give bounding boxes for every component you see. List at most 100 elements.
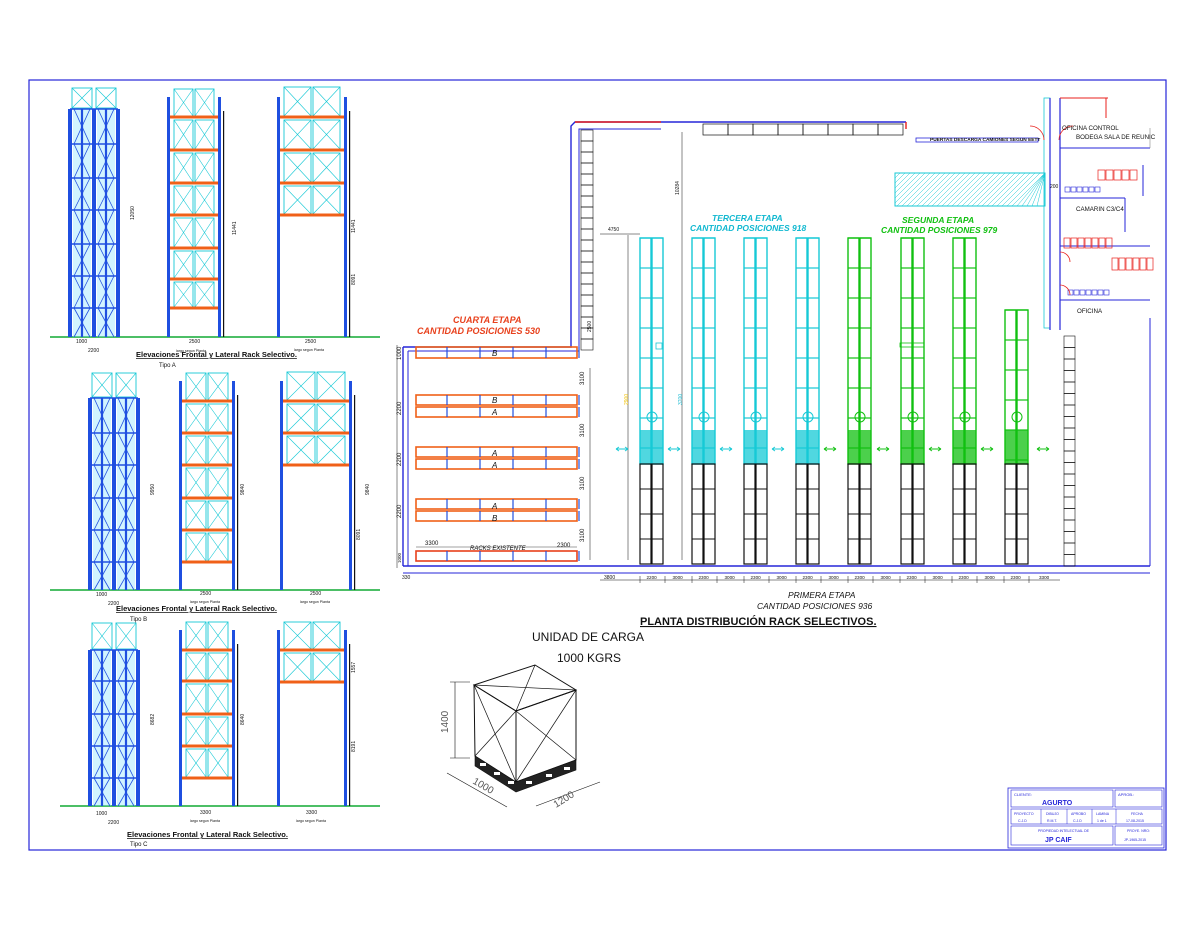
beam — [182, 744, 232, 748]
bottom-dim-7: 3000 — [829, 575, 840, 580]
dim-line — [349, 111, 351, 337]
beam — [280, 648, 344, 652]
equipment — [1085, 289, 1092, 296]
unit-load-height: 1400 — [440, 710, 451, 733]
elev-b-dim-2200: 2200 — [108, 601, 119, 607]
row-label-3: A — [491, 408, 497, 417]
upright — [136, 398, 140, 590]
equipment — [1063, 237, 1071, 249]
dim-3100-3: 3100 — [580, 476, 586, 490]
upright — [277, 630, 280, 806]
elev-b-total: 9950 — [150, 484, 156, 495]
bottom-dim-8: 2300 — [855, 575, 866, 580]
building-wall-inner — [408, 128, 661, 352]
wall-rack — [580, 338, 594, 351]
oficina-label: OFICINA — [1077, 308, 1103, 315]
aisle-arrow — [1036, 446, 1050, 452]
unit-load-title: UNIDAD DE CARGA — [532, 630, 644, 644]
door-arc — [1059, 251, 1071, 263]
upright — [277, 97, 280, 337]
equipment — [1088, 186, 1095, 193]
equipment — [1067, 289, 1074, 296]
primera-etapa-title: PRIMERA ETAPA — [788, 590, 856, 600]
equipment — [1064, 186, 1071, 193]
dim-10284: 10284 — [675, 181, 681, 195]
dim-3100-4: 3100 — [580, 528, 586, 542]
elevation-caption-c: Elevaciones Frontal y Lateral Rack Selec… — [127, 830, 288, 839]
elev-b-dim-2500: 2500 — [200, 591, 211, 597]
elev-c-dim-2200: 2200 — [108, 820, 119, 826]
upright — [88, 398, 92, 590]
aisle-arrow — [615, 446, 629, 452]
dibujo-value: R.M.T. — [1047, 819, 1057, 823]
beam — [182, 560, 232, 564]
pallet-box — [91, 372, 113, 398]
equipment — [1070, 186, 1077, 193]
dim-2300: 2300 — [557, 543, 571, 549]
equipment — [1077, 237, 1085, 249]
bottom-dim-9: 3000 — [881, 575, 892, 580]
equipment — [1082, 186, 1089, 193]
elev-c-dim-1000: 1000 — [96, 811, 107, 817]
elev-b-largo2: largo segun Planta — [300, 600, 330, 604]
aisle-arrow — [928, 446, 942, 452]
upright — [280, 381, 283, 590]
aisle-arrow — [771, 446, 785, 452]
row-label-5: A — [491, 461, 497, 470]
equipment — [1079, 289, 1086, 296]
rack-filled — [860, 430, 871, 464]
aisle-arrow — [719, 446, 733, 452]
beam — [182, 776, 232, 780]
rack-filled — [901, 430, 912, 464]
elevation-tipo-c: Tipo C — [130, 842, 148, 848]
beam — [283, 463, 349, 467]
equipment — [1073, 289, 1080, 296]
beam — [170, 181, 218, 185]
aprob-label: APROB.: — [1118, 792, 1134, 797]
rack-row-cuarta — [415, 346, 578, 359]
dibujo-label: DIBUJO — [1046, 812, 1059, 816]
upright — [112, 398, 116, 590]
tercera-etapa-title: TERCERA ETAPA — [712, 213, 783, 223]
equipment — [1098, 237, 1106, 249]
aisle-arrow — [980, 446, 994, 452]
upright — [349, 381, 352, 590]
bottom-dim-14: 2300 — [1011, 575, 1022, 580]
pallet-box — [95, 87, 117, 109]
equipment — [1097, 289, 1104, 296]
rack-row-cuarta — [415, 394, 578, 406]
upright — [92, 109, 96, 337]
equipment — [1070, 237, 1078, 249]
rack-row-cuarta — [415, 446, 578, 458]
beam — [182, 528, 232, 532]
equipment — [1139, 257, 1147, 271]
dim-1000-left-b: 1000 — [397, 552, 402, 563]
rack-filled — [640, 430, 651, 464]
equipment — [1105, 169, 1114, 181]
beam — [283, 399, 349, 403]
beam — [280, 680, 344, 684]
fecha-value: 17-08-2015 — [1126, 819, 1144, 823]
row-label-6: A — [491, 502, 497, 511]
equipment — [1121, 169, 1130, 181]
elevation-caption-b: Elevaciones Frontal y Lateral Rack Selec… — [116, 604, 277, 613]
elev-a-dim-2500b: 2500 — [305, 339, 316, 345]
rack-filled — [965, 430, 976, 464]
rack-filled — [756, 430, 767, 464]
aprobo-value: C.J.D — [1073, 819, 1082, 823]
sala-label: SALA DE REUNIC — [1104, 134, 1156, 141]
equipment — [1076, 186, 1083, 193]
equipment — [1129, 169, 1138, 181]
dim-line — [349, 644, 351, 806]
pallet-box — [115, 372, 137, 398]
dim-2200-left-2: 2200 — [397, 452, 403, 466]
rack-filled — [913, 430, 924, 464]
dim-3100-1: 3100 — [580, 371, 586, 385]
column-marker — [959, 411, 971, 423]
equipment — [1105, 237, 1113, 249]
elev-a-height2: 11441 — [232, 221, 238, 235]
beam — [170, 306, 218, 310]
rack-row-cuarta — [415, 550, 578, 562]
rack-filled — [652, 430, 663, 464]
